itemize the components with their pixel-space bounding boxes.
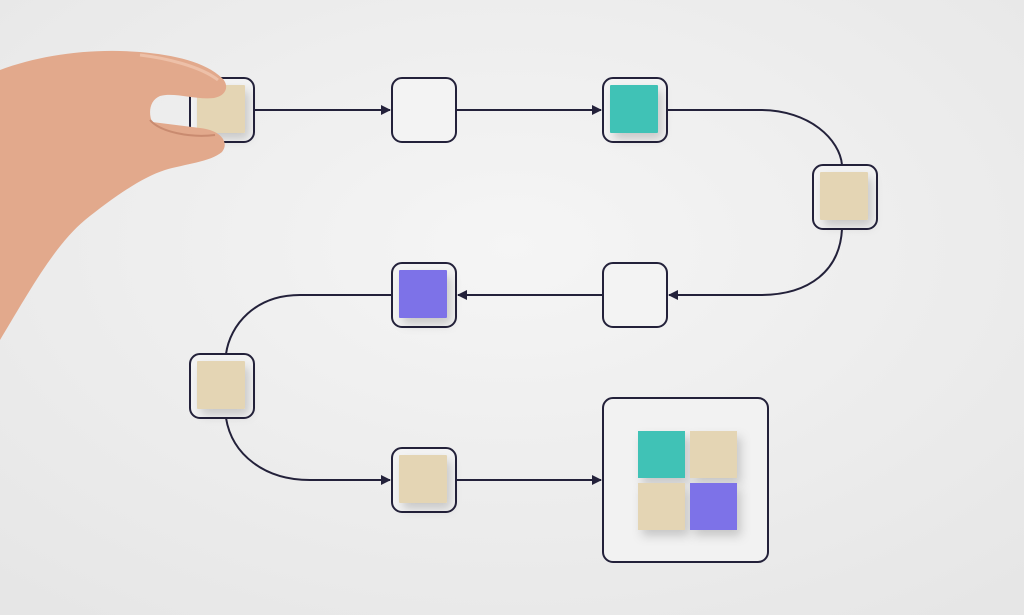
beige-block xyxy=(399,455,447,503)
step-frame-5 xyxy=(602,262,668,328)
purple-block xyxy=(399,270,447,318)
result-beige-block xyxy=(690,431,737,478)
result-purple-block xyxy=(690,483,737,530)
result-teal-block xyxy=(638,431,685,478)
beige-block xyxy=(820,172,868,220)
curve-3 xyxy=(667,109,843,166)
step-frame-6 xyxy=(391,262,457,328)
hand xyxy=(0,50,227,341)
result-beige-block xyxy=(638,483,685,530)
beige-block xyxy=(197,361,245,409)
connectors xyxy=(225,105,843,485)
arrow-7 xyxy=(225,417,391,485)
step-frame-4 xyxy=(812,164,878,230)
step-frame-7 xyxy=(189,353,255,419)
teal-block xyxy=(610,85,658,133)
step-frame-8 xyxy=(391,447,457,513)
step-frame-3 xyxy=(602,77,668,143)
result-frame xyxy=(602,397,769,563)
step-frame-2 xyxy=(391,77,457,143)
curve-6 xyxy=(225,294,392,355)
arrow-4 xyxy=(668,228,843,300)
